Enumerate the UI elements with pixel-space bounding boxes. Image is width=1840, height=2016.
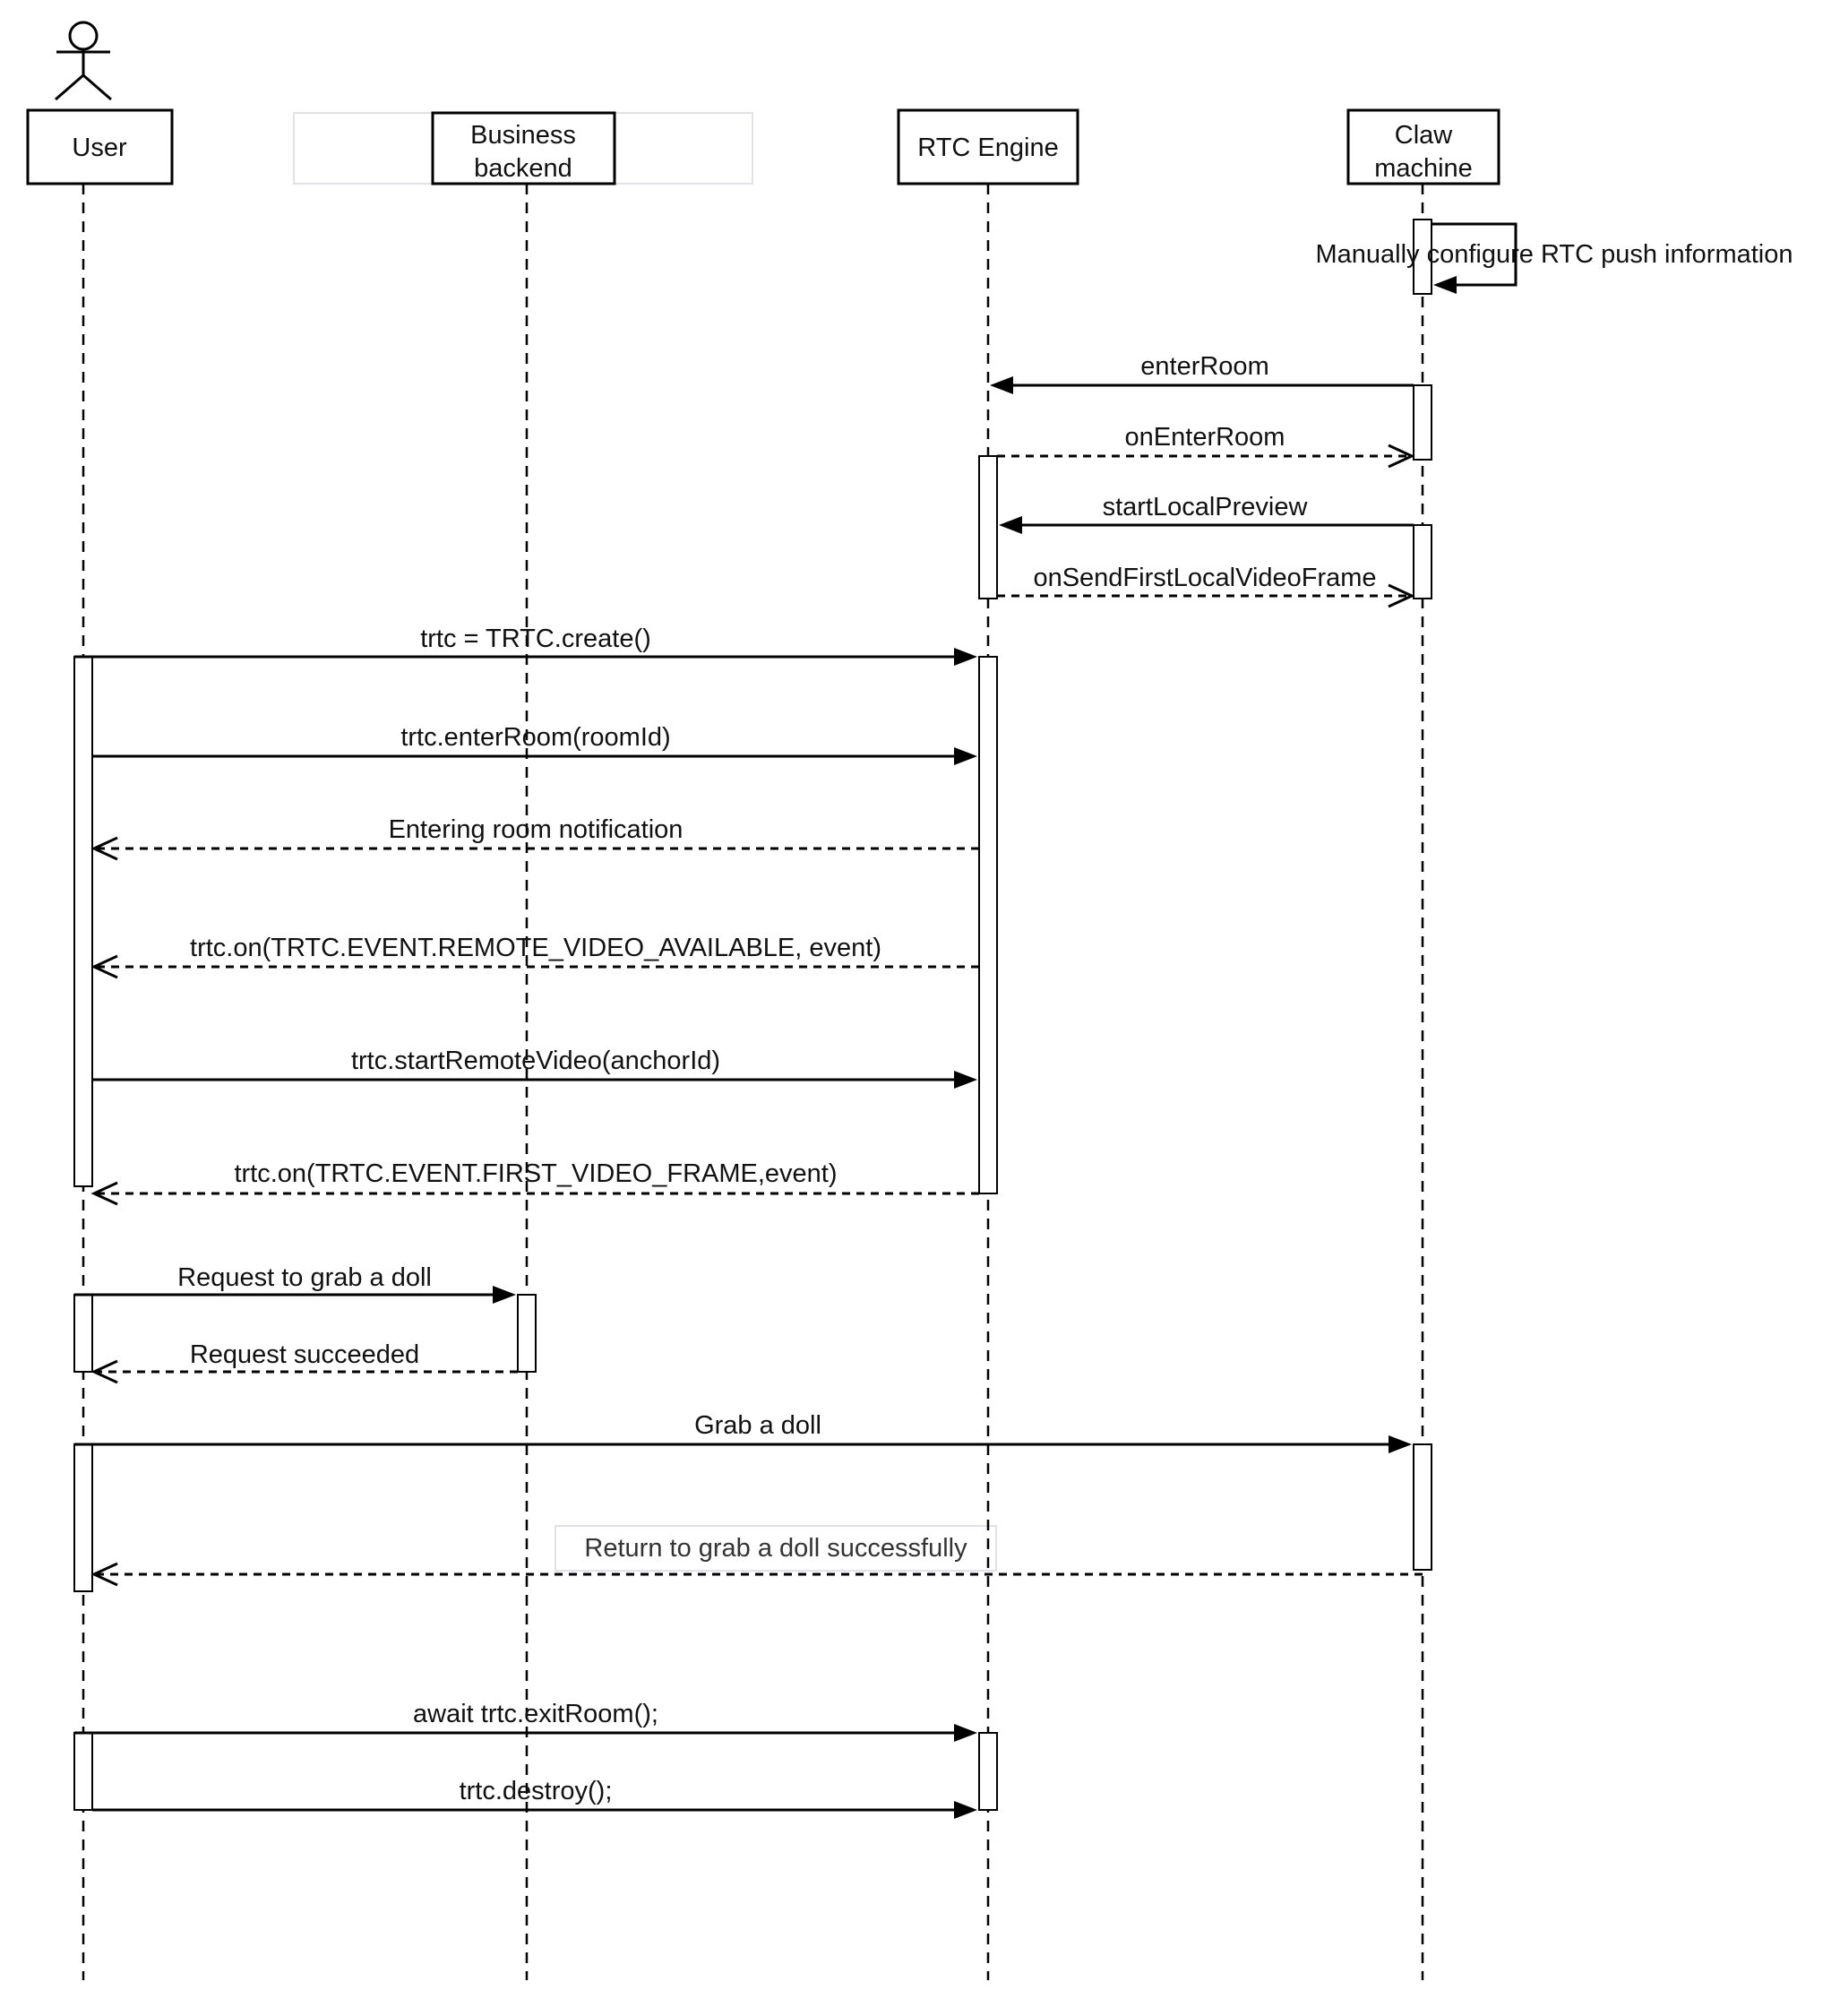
- message-label: trtc.on(TRTC.EVENT.FIRST_VIDEO_FRAME,eve…: [234, 1159, 837, 1188]
- activation-claw-self-config: [1413, 219, 1432, 295]
- activation-claw-startlocalpreview: [1413, 524, 1432, 599]
- arrowhead-open-left-icon: [90, 1562, 118, 1587]
- message-label: enterRoom: [1140, 352, 1268, 381]
- message-trtc-enterroom: trtc.enterRoom(roomId): [92, 723, 977, 765]
- message-trtc-create: trtc = TRTC.create(): [74, 625, 977, 666]
- return-message-note-box: [555, 1525, 997, 1572]
- message-return-grab-success: Return to grab a doll successfully: [90, 1534, 1423, 1587]
- participant-user-label: User: [72, 134, 127, 162]
- message-label: trtc.startRemoteVideo(anchorId): [351, 1047, 720, 1075]
- arrowhead-filled-right-icon: [1389, 1435, 1412, 1453]
- participant-rtc-engine: RTC Engine: [897, 108, 1079, 185]
- user-actor-icon: [55, 21, 112, 101]
- message-label: trtc.enterRoom(roomId): [400, 723, 670, 752]
- message-label: onSendFirstLocalVideoFrame: [1033, 564, 1376, 592]
- activation-rtc-exit: [978, 1732, 998, 1811]
- message-startremotevideo: trtc.startRemoteVideo(anchorId): [92, 1047, 977, 1089]
- activation-rtc-onenterroom: [978, 455, 998, 599]
- message-onenterroom: onEnterRoom: [997, 423, 1415, 469]
- arrowhead-filled-left-icon: [999, 516, 1022, 534]
- arrowhead-open-left-icon: [90, 1181, 118, 1206]
- self-message-loop-line: [1432, 222, 1518, 287]
- message-label: await trtc.exitRoom();: [413, 1700, 658, 1728]
- activation-rtc-session: [978, 656, 998, 1194]
- message-label: Entering room notification: [389, 815, 684, 844]
- message-first-video-frame: trtc.on(TRTC.EVENT.FIRST_VIDEO_FRAME,eve…: [90, 1159, 979, 1206]
- message-entering-room-notification: Entering room notification: [90, 815, 979, 861]
- message-exitroom: await trtc.exitRoom();: [74, 1700, 977, 1742]
- arrowhead-open-left-icon: [90, 954, 118, 979]
- participant-claw-machine-label: Claw: [1395, 121, 1454, 150]
- arrowhead-filled-right-icon: [954, 747, 977, 765]
- activation-user-grab: [73, 1443, 93, 1592]
- message-label: Request succeeded: [190, 1340, 419, 1369]
- arrowhead-filled-right-icon: [954, 1724, 977, 1742]
- message-startlocalpreview: startLocalPreview: [999, 493, 1414, 534]
- activation-claw-enterroom: [1413, 384, 1432, 461]
- participant-claw-machine: Claw machine: [1346, 108, 1500, 185]
- arrowhead-open-left-icon: [90, 1359, 118, 1384]
- message-destroy: trtc.destroy();: [92, 1777, 977, 1819]
- message-label: Request to grab a doll: [177, 1263, 432, 1292]
- message-label: trtc = TRTC.create(): [420, 625, 651, 653]
- message-label: onEnterRoom: [1125, 423, 1285, 452]
- arrowhead-open-left-icon: [90, 836, 118, 861]
- activation-user-exit: [73, 1732, 93, 1811]
- message-label: startLocalPreview: [1103, 493, 1309, 521]
- svg-text:backend: backend: [474, 154, 572, 183]
- arrowhead-filled-right-icon: [954, 1071, 977, 1089]
- participant-rtc-engine-label: RTC Engine: [917, 134, 1058, 162]
- arrowhead-filled-left-icon: [990, 376, 1013, 394]
- message-label: trtc.on(TRTC.EVENT.REMOTE_VIDEO_AVAILABL…: [190, 934, 881, 962]
- arrowhead-open-right-icon: [1388, 583, 1415, 608]
- participant-user: User: [26, 108, 174, 185]
- arrowhead-filled-left-icon: [1433, 276, 1457, 294]
- message-manually-configure: Manually configure RTC push information: [1315, 222, 1793, 294]
- activation-backend-request: [517, 1294, 537, 1373]
- activation-claw-grab: [1413, 1443, 1432, 1571]
- message-request-succeeded: Request succeeded: [90, 1340, 518, 1384]
- activation-user-session: [73, 656, 93, 1187]
- arrowhead-filled-right-icon: [493, 1286, 516, 1304]
- message-enterroom: enterRoom: [990, 352, 1414, 394]
- participant-business-backend: Business backend: [431, 111, 616, 185]
- arrowhead-filled-right-icon: [954, 648, 977, 666]
- message-grab-doll: Grab a doll: [74, 1411, 1412, 1453]
- participant-business-backend-label: Business: [470, 121, 576, 150]
- message-onsendfirstlocalvideoframe: onSendFirstLocalVideoFrame: [997, 564, 1415, 608]
- activation-user-request: [73, 1294, 93, 1373]
- message-label: Grab a doll: [694, 1411, 821, 1440]
- arrowhead-filled-right-icon: [954, 1801, 977, 1819]
- message-request-grab-doll: Request to grab a doll: [74, 1263, 516, 1304]
- svg-text:machine: machine: [1374, 154, 1473, 183]
- arrowhead-open-right-icon: [1388, 444, 1415, 469]
- message-label: Manually configure RTC push information: [1315, 240, 1793, 269]
- message-remote-video-available: trtc.on(TRTC.EVENT.REMOTE_VIDEO_AVAILABL…: [90, 934, 979, 979]
- message-label: trtc.destroy();: [460, 1777, 613, 1805]
- message-label: Return to grab a doll successfully: [584, 1534, 967, 1563]
